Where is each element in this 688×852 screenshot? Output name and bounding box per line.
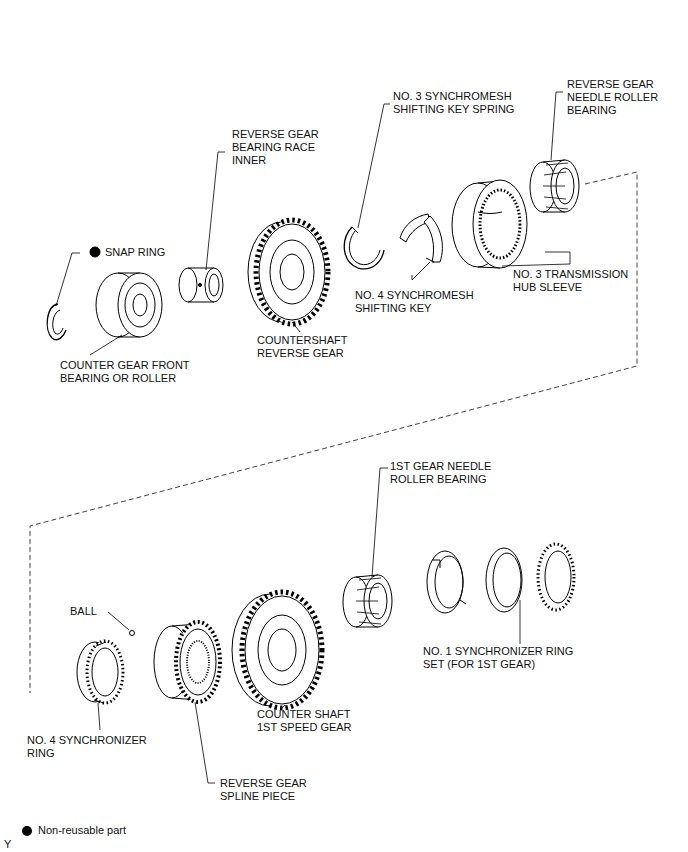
- part-label: NO. 3 TRANSMISSION HUB SLEEVE: [513, 268, 648, 294]
- part-label: REVERSE GEAR NEEDLE ROLLER BEARING: [567, 78, 667, 117]
- part-label: BALL: [70, 605, 110, 618]
- part-label: NO. 4 SYNCHRONIZER RING: [27, 734, 157, 760]
- part-label: COUNTERSHAFT REVERSE GEAR: [257, 334, 357, 360]
- figure-code: Y: [4, 838, 24, 851]
- part-label: NO. 3 SYNCHROMESH SHIFTING KEY SPRING: [393, 90, 523, 116]
- legend-text: Non-reusable part: [38, 824, 126, 837]
- part-label: SNAP RING: [105, 246, 185, 259]
- legend-symbol: [22, 826, 32, 836]
- part-label: REVERSE GEAR SPLINE PIECE: [220, 777, 315, 803]
- part-label: REVERSE GEAR BEARING RACE INNER: [232, 128, 327, 167]
- part-label: NO. 4 SYNCHROMESH SHIFTING KEY: [355, 289, 480, 315]
- part-label: 1ST GEAR NEEDLE ROLLER BEARING: [390, 460, 505, 486]
- part-label: COUNTER GEAR FRONT BEARING OR ROLLER: [60, 359, 200, 385]
- part-label: NO. 1 SYNCHRONIZER RING SET (FOR 1ST GEA…: [423, 645, 595, 671]
- legend-row: Non-reusable part: [22, 824, 126, 837]
- part-label: COUNTER SHAFT 1ST SPEED GEAR: [257, 708, 363, 734]
